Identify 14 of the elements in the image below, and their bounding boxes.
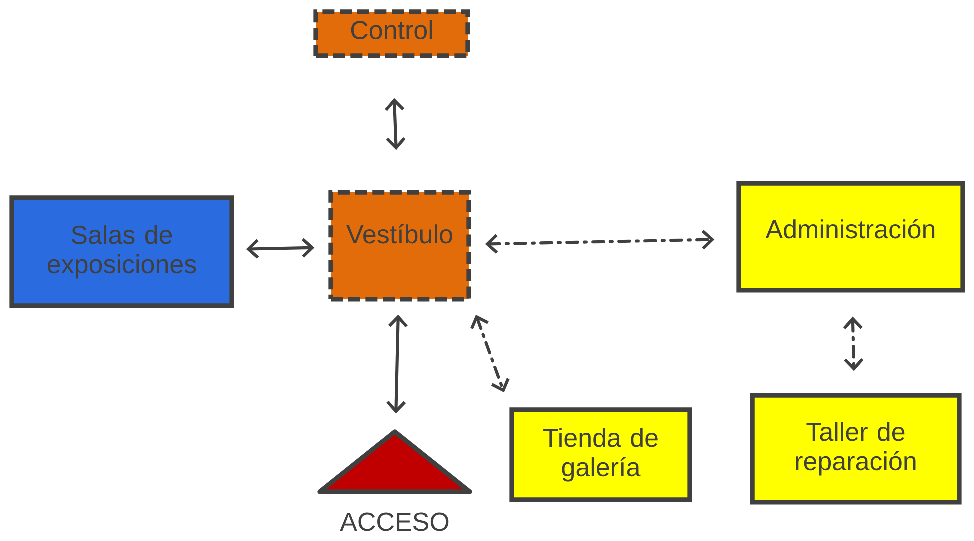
arrow (385, 98, 406, 150)
arrow (246, 238, 315, 259)
node-label: ACCESO (340, 512, 449, 532)
process-box: Administración (736, 181, 966, 293)
process-box: Salas de exposiciones (10, 196, 234, 308)
arrow (485, 230, 715, 254)
process-box: Control (314, 10, 470, 58)
arrow (843, 316, 864, 372)
arrow (470, 314, 510, 393)
process-box: Tienda de galería (510, 408, 692, 502)
arrow (386, 314, 408, 414)
process-box: Taller de reparación (750, 393, 962, 505)
entrance-triangle: ACCESO (318, 430, 472, 532)
process-box: Vestíbulo (328, 190, 472, 302)
